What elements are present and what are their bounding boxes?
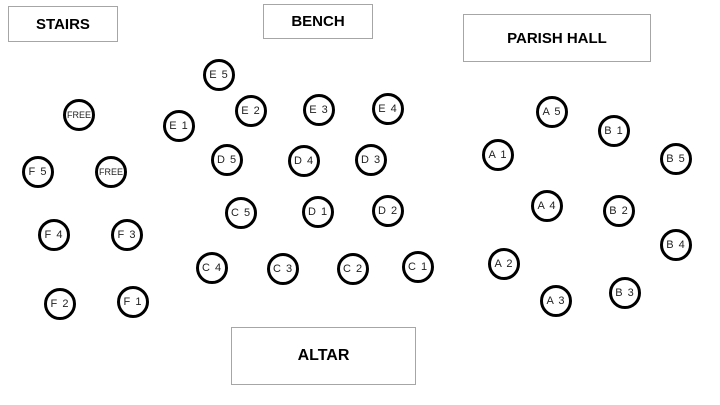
seat-b4[interactable]: B 4 <box>660 229 692 261</box>
seat-c2[interactable]: C 2 <box>337 253 369 285</box>
seat-b3[interactable]: B 3 <box>609 277 641 309</box>
seat-e1[interactable]: E 1 <box>163 110 195 142</box>
bench-label: BENCH <box>263 4 373 39</box>
seat-f3[interactable]: F 3 <box>111 219 143 251</box>
seat-b1[interactable]: B 1 <box>598 115 630 147</box>
altar-label: ALTAR <box>231 327 416 385</box>
seat-free-middle[interactable]: FREE <box>95 156 127 188</box>
seat-d5[interactable]: D 5 <box>211 144 243 176</box>
seat-free-top[interactable]: FREE <box>63 99 95 131</box>
seat-a5[interactable]: A 5 <box>536 96 568 128</box>
seat-a2[interactable]: A 2 <box>488 248 520 280</box>
seat-f5[interactable]: F 5 <box>22 156 54 188</box>
seat-e3[interactable]: E 3 <box>303 94 335 126</box>
seat-c1[interactable]: C 1 <box>402 251 434 283</box>
stairs-label: STAIRS <box>8 6 118 42</box>
parish-hall-label: PARISH HALL <box>463 14 651 62</box>
seat-d1[interactable]: D 1 <box>302 196 334 228</box>
seat-d4[interactable]: D 4 <box>288 145 320 177</box>
seat-e4[interactable]: E 4 <box>372 93 404 125</box>
seat-b2[interactable]: B 2 <box>603 195 635 227</box>
seat-d3[interactable]: D 3 <box>355 144 387 176</box>
seat-c5[interactable]: C 5 <box>225 197 257 229</box>
seat-a1[interactable]: A 1 <box>482 139 514 171</box>
seat-d2[interactable]: D 2 <box>372 195 404 227</box>
seat-c3[interactable]: C 3 <box>267 253 299 285</box>
seat-a3[interactable]: A 3 <box>540 285 572 317</box>
seat-f2[interactable]: F 2 <box>44 288 76 320</box>
seat-e5[interactable]: E 5 <box>203 59 235 91</box>
seat-f4[interactable]: F 4 <box>38 219 70 251</box>
seat-b5[interactable]: B 5 <box>660 143 692 175</box>
seat-e2[interactable]: E 2 <box>235 95 267 127</box>
seat-c4[interactable]: C 4 <box>196 252 228 284</box>
seat-f1[interactable]: F 1 <box>117 286 149 318</box>
seat-a4[interactable]: A 4 <box>531 190 563 222</box>
